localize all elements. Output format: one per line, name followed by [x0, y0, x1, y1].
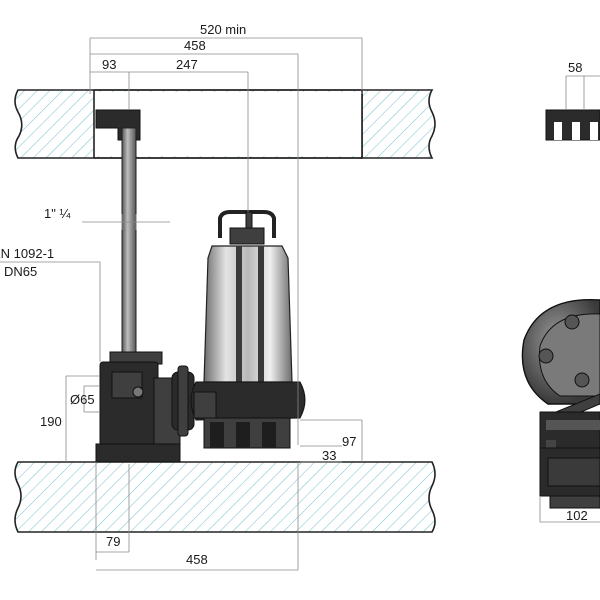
- dim-33: 33: [322, 448, 336, 463]
- dimension-lines: [0, 37, 600, 571]
- pump-side-view: [521, 298, 600, 509]
- discharge-flange: [171, 365, 195, 437]
- dim-58: 58: [568, 60, 582, 75]
- top-slab: [14, 89, 436, 159]
- pump-unit: [190, 210, 306, 449]
- motor-housing: [203, 245, 293, 383]
- guide-rail-assembly: [95, 109, 163, 365]
- dim-outlet-diameter: Ø65: [70, 392, 95, 407]
- flange-dn-label: DN65: [4, 264, 37, 279]
- dim-458-bottom: 458: [186, 552, 208, 567]
- pump-casing: [190, 381, 306, 421]
- dim-97: 97: [342, 434, 356, 449]
- dim-79: 79: [106, 534, 120, 549]
- dim-247: 247: [176, 57, 198, 72]
- dim-190: 190: [40, 414, 62, 429]
- dim-520-min: 520 min: [200, 22, 246, 37]
- dim-458-top: 458: [184, 38, 206, 53]
- dim-pipe-size: 1" ¼: [44, 206, 70, 221]
- guide-pipe: [121, 127, 137, 359]
- dim-102: 102: [566, 508, 588, 523]
- dimension-labels: 520 min 458 93 247 1" ¼ EN 1092-1 DN65 Ø…: [0, 22, 588, 567]
- bracket-top-view: [545, 109, 600, 141]
- flange-standard-label: EN 1092-1: [0, 246, 54, 261]
- duckfoot-base: [95, 361, 181, 463]
- bottom-slab: [14, 461, 436, 533]
- dim-93: 93: [102, 57, 116, 72]
